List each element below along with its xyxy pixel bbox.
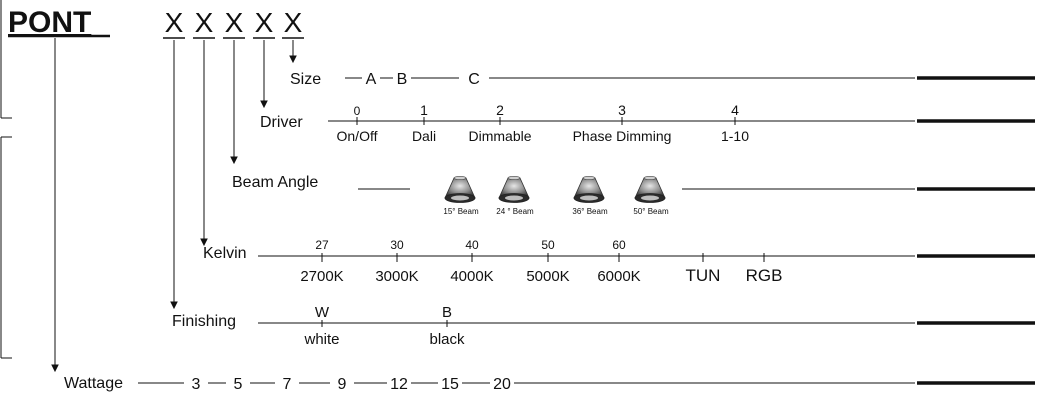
finishing-name: black	[429, 331, 465, 348]
beam-option-label: 36° Beam	[572, 207, 608, 216]
wattage-option: 3	[192, 376, 201, 393]
wattage-option: 15	[441, 376, 459, 393]
kelvin-label: Kelvin	[203, 245, 247, 262]
code-placeholder: X	[284, 7, 303, 38]
wattage-options: 3 5 7 9 12 15 20	[184, 372, 514, 393]
driver-name: On/Off	[337, 128, 378, 144]
driver-label: Driver	[260, 114, 303, 131]
kelvin-code: 60	[612, 238, 626, 252]
kelvin-name: 3000K	[375, 268, 418, 285]
kelvin-name: 4000K	[450, 268, 493, 285]
driver-code: 0	[354, 104, 361, 118]
finishing-label: Finishing	[172, 313, 236, 330]
kelvin-name: 5000K	[526, 268, 569, 285]
kelvin-options: 27 2700K 30 3000K 40 4000K 50 5000K 60 6000K TUN RG…	[300, 238, 782, 285]
beam-angle-label: Beam Angle	[232, 174, 318, 191]
wattage-option: 20	[493, 376, 511, 393]
beam-option-label: 50° Beam	[633, 207, 669, 216]
beam-option-label: 15° Beam	[443, 207, 479, 216]
code-placeholder: X	[195, 7, 214, 38]
size-label: Size	[290, 71, 321, 88]
finishing-name: white	[303, 331, 339, 348]
driver-name: 1-10	[721, 128, 749, 144]
code-placeholder: X	[225, 7, 244, 38]
reflector-icon	[498, 175, 530, 203]
driver-code: 1	[420, 102, 428, 118]
reflector-icon	[573, 175, 605, 203]
kelvin-name: 2700K	[300, 268, 343, 285]
connector-arrows	[51, 38, 297, 373]
wattage-label: Wattage	[64, 375, 123, 392]
code-placeholder: X	[165, 7, 184, 38]
kelvin-name: 6000K	[597, 268, 640, 285]
kelvin-name: RGB	[746, 266, 783, 285]
beam-option-label: 24 ° Beam	[496, 207, 534, 216]
size-option-c: C	[468, 71, 480, 88]
kelvin-code: 30	[390, 238, 404, 252]
size-option-a: A	[366, 71, 377, 88]
wattage-option: 7	[283, 376, 292, 393]
size-option-b: B	[397, 71, 408, 88]
code-placeholder: X	[255, 7, 274, 38]
beam-options: 15° Beam 24 ° Beam 36° Beam 50° Beam	[443, 175, 669, 216]
wattage-option: 5	[234, 376, 243, 393]
kelvin-code: 27	[315, 238, 329, 252]
finishing-code: B	[442, 304, 452, 321]
kelvin-code: 40	[465, 238, 479, 252]
kelvin-code: 50	[541, 238, 555, 252]
driver-code: 3	[618, 102, 626, 118]
wattage-option: 12	[390, 376, 408, 393]
kelvin-name: TUN	[686, 266, 721, 285]
driver-name: Dali	[412, 128, 436, 144]
driver-name: Phase Dimming	[573, 128, 672, 144]
finishing-code: W	[315, 304, 330, 321]
driver-code: 4	[731, 102, 739, 118]
driver-code: 2	[496, 102, 504, 118]
reflector-icon	[444, 175, 476, 203]
product-name: PONT	[8, 6, 91, 39]
wattage-option: 9	[338, 376, 347, 393]
reflector-icon	[634, 175, 666, 203]
driver-name: Dimmable	[468, 128, 531, 144]
